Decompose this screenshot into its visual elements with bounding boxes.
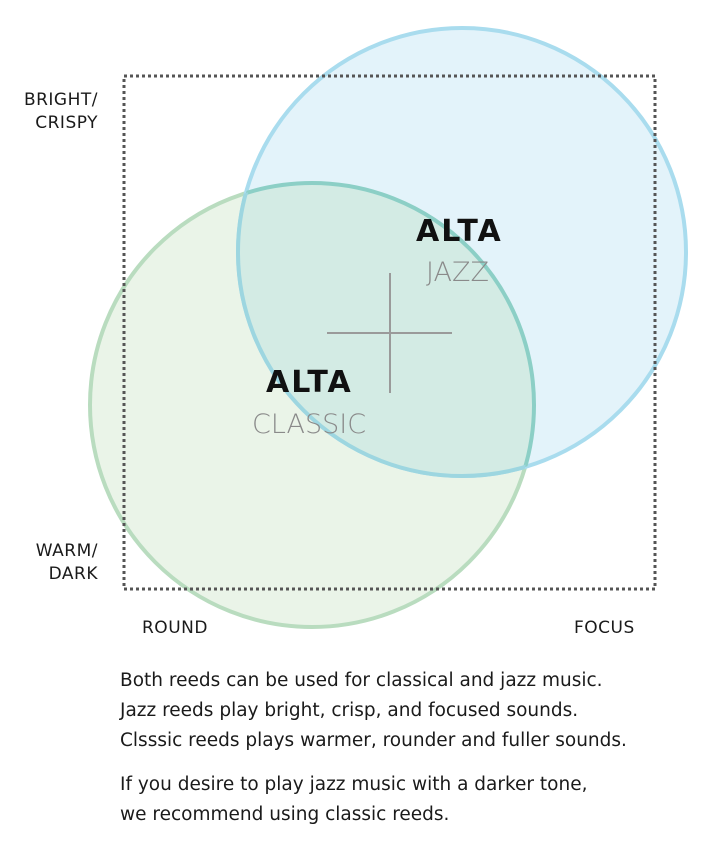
description-line: If you desire to play jazz music with a … xyxy=(120,774,588,795)
jazz-model-label: JAZZ xyxy=(426,257,489,288)
jazz-arc-overlap xyxy=(236,183,534,478)
y-axis-bottom-line2: DARK xyxy=(48,564,98,584)
y-axis-top-label: BRIGHT/ CRISPY xyxy=(24,89,98,135)
description-paragraph-2: If you desire to play jazz music with a … xyxy=(120,770,690,830)
description-text: Both reeds can be used for classical and… xyxy=(120,666,690,844)
y-axis-bottom-line1: WARM/ xyxy=(35,541,98,561)
y-axis-bottom-label: WARM/ DARK xyxy=(36,540,98,586)
x-axis-left-label: ROUND xyxy=(142,618,208,638)
overlap-region xyxy=(238,183,534,476)
x-axis-right-label: FOCUS xyxy=(574,618,635,638)
classic-model-label: CLASSIC xyxy=(252,409,367,440)
description-paragraph-1: Both reeds can be used for classical and… xyxy=(120,666,690,756)
y-axis-top-line2: CRISPY xyxy=(35,113,98,133)
classic-arc-overlap xyxy=(238,181,536,476)
classic-brand-label: ALTA xyxy=(266,365,353,400)
description-line: Jazz reeds play bright, crisp, and focus… xyxy=(120,700,579,721)
tone-diagram xyxy=(88,26,688,629)
axis-frame xyxy=(122,74,657,591)
description-line: Clsssic reeds plays warmer, rounder and … xyxy=(120,730,627,751)
description-line: we recommend using classic reeds. xyxy=(120,804,450,825)
y-axis-top-line1: BRIGHT/ xyxy=(23,90,98,110)
description-line: Both reeds can be used for classical and… xyxy=(120,670,603,691)
jazz-brand-label: ALTA xyxy=(416,214,503,249)
